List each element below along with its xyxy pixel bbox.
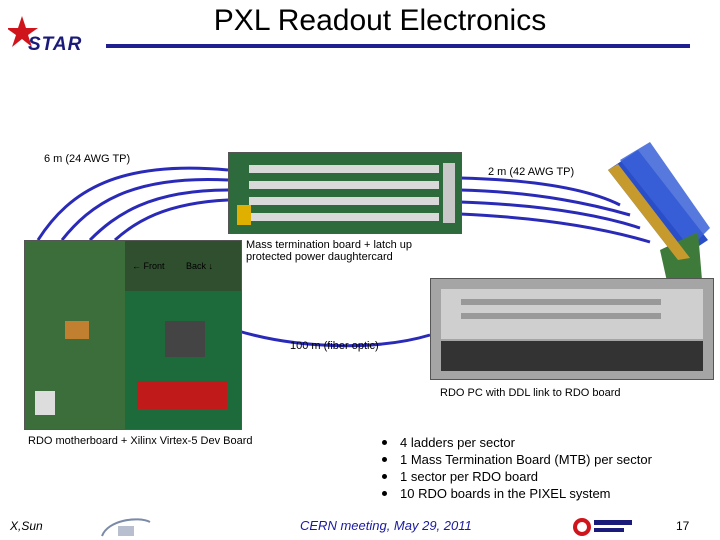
page-number: 17 — [676, 519, 690, 533]
star-icon — [6, 16, 38, 47]
footer-author: X,Sun — [10, 519, 43, 533]
cable-line — [88, 188, 229, 242]
lab-logo-icon — [101, 518, 151, 537]
bullet-icon — [382, 474, 387, 479]
slide-title: PXL Readout Electronics — [213, 4, 547, 37]
cable-line — [36, 166, 229, 241]
cable-line — [459, 200, 641, 230]
star-logo — [6, 14, 108, 60]
rdo-pc-image — [431, 279, 713, 379]
footer-meeting: CERN meeting, May 29, 2011 — [300, 518, 472, 533]
rdo-motherboard-photo — [24, 240, 242, 430]
office-of-science-logo-icon — [573, 518, 632, 536]
ladder-sector — [608, 142, 710, 286]
fiber-line — [234, 328, 431, 348]
bullet-item: 4 ladders per sector — [382, 434, 652, 451]
cable-line — [60, 177, 229, 241]
rdo-pc-photo — [430, 278, 714, 380]
cable-label-2m: 2 m (42 AWG TP) — [488, 166, 575, 178]
cable-line — [113, 198, 229, 242]
bullet-icon — [382, 440, 387, 445]
summary-bullet-list: 4 ladders per sector 1 Mass Termination … — [382, 434, 652, 502]
bullet-icon — [382, 457, 387, 462]
rdo-pc-caption: RDO PC with DDL link to RDO board — [440, 387, 621, 399]
mtb-caption: Mass termination board + latch up protec… — [246, 239, 413, 263]
cable-line — [459, 188, 631, 217]
mtb-board-image — [229, 153, 461, 233]
fiber-label: 100 m (fiber optic) — [290, 340, 379, 352]
rdo-motherboard-caption: RDO motherboard + Xilinx Virtex-5 Dev Bo… — [28, 435, 253, 447]
mtb-photo — [228, 152, 462, 234]
bullet-item: 1 sector per RDO board — [382, 468, 652, 485]
bullet-item: 10 RDO boards in the PIXEL system — [382, 485, 652, 502]
bullet-icon — [382, 491, 387, 496]
front-label: ← Front — [132, 261, 165, 271]
rdo-board-image — [25, 241, 241, 429]
bullet-item: 1 Mass Termination Board (MTB) per secto… — [382, 451, 652, 468]
cable-line — [459, 212, 651, 244]
cable-line — [459, 176, 621, 207]
cable-label-6m: 6 m (24 AWG TP) — [44, 153, 131, 165]
logo-text: STAR — [28, 34, 83, 55]
back-label: Back ↓ — [186, 261, 214, 271]
title-underline — [106, 44, 690, 48]
